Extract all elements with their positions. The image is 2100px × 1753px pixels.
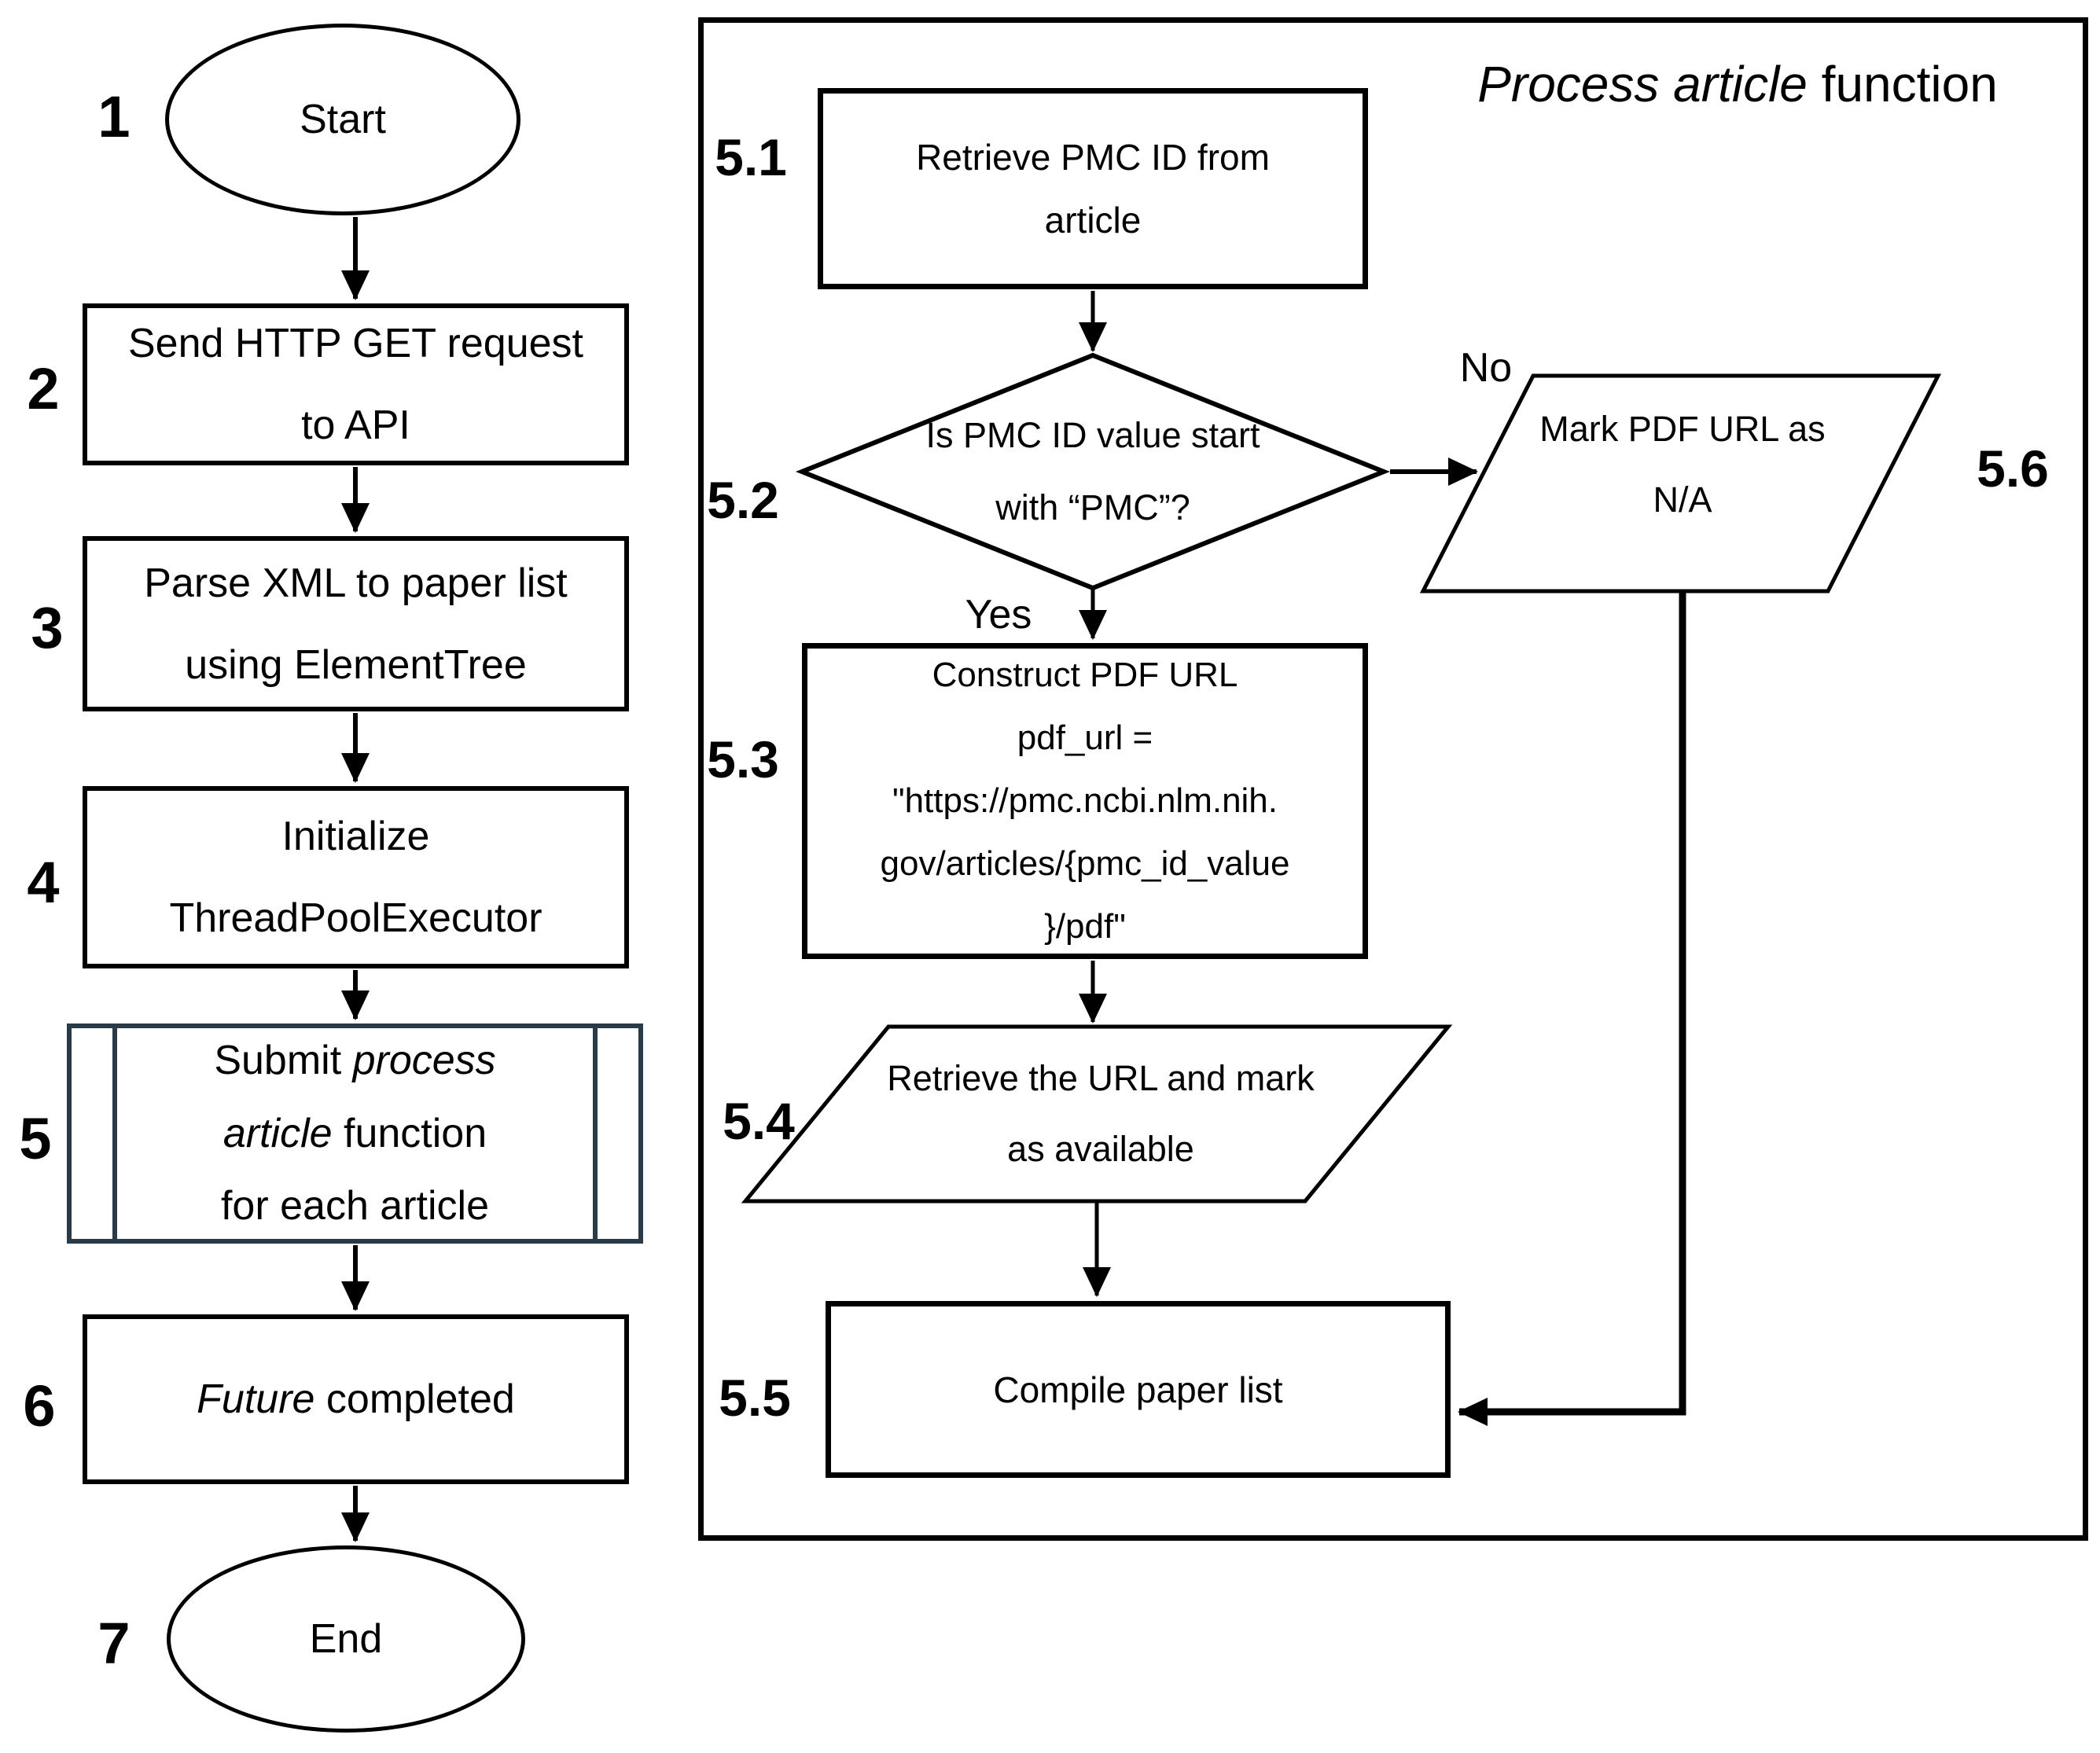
step-number-4: 4 [27, 850, 60, 915]
start-terminator: Start [165, 24, 520, 215]
step-5-l2b: function [332, 1110, 487, 1156]
process-step-4: Initialize ThreadPoolExecutor [83, 786, 629, 968]
io-54-parallelogram [741, 1024, 1453, 1204]
step-5-line2: article function [223, 1097, 487, 1171]
step-51-line2: article [1044, 200, 1142, 241]
panel-title: Process article function [1407, 55, 2068, 113]
step-3-line2: using ElementTree [185, 641, 527, 688]
step-number-55: 5.5 [719, 1369, 791, 1427]
process-step-55: Compile paper list [826, 1301, 1451, 1478]
step-56-line1: Mark PDF URL as [1539, 408, 1826, 449]
step-number-2: 2 [27, 356, 60, 421]
step-6-line1: Future completed [197, 1358, 515, 1440]
step-number-52: 5.2 [707, 471, 779, 529]
step-5-line1: Submit process [214, 1024, 495, 1097]
step-6-l1a: Future [197, 1376, 315, 1422]
decision-52-text: Is PMC ID value start with “PMC”? [857, 397, 1329, 546]
step-2-line2: to API [301, 402, 410, 448]
io-56-text: Mark PDF URL as N/A [1498, 391, 1867, 537]
process-step-53: Construct PDF URL pdf_url = "https://pmc… [802, 643, 1368, 959]
step-5-line3: for each article [220, 1183, 490, 1229]
step-number-54: 5.4 [723, 1092, 795, 1150]
start-label: Start [300, 97, 386, 142]
process-step-3: Parse XML to paper list using ElementTre… [83, 536, 629, 711]
step-53-line4: gov/articles/{pmc_id_value [880, 844, 1290, 884]
step-number-3: 3 [31, 595, 64, 660]
step-51-line1: Retrieve PMC ID from [916, 136, 1270, 178]
connector-56-to-55 [1458, 593, 1686, 1426]
step-number-53: 5.3 [707, 730, 779, 788]
step-54-line1: Retrieve the URL and mark [887, 1058, 1315, 1098]
io-56-parallelogram [1419, 373, 1942, 594]
step-2-line1: Send HTTP GET request [127, 321, 583, 366]
step-number-6: 6 [23, 1373, 56, 1439]
predefined-left-bar [112, 1028, 117, 1239]
step-53-line5: }/pdf" [1044, 907, 1126, 946]
step-number-5: 5 [19, 1106, 52, 1171]
step-number-1: 1 [97, 84, 131, 149]
step-55-line1: Compile paper list [993, 1369, 1283, 1410]
step-3-line1: Parse XML to paper list [144, 560, 568, 606]
process-step-2: Send HTTP GET request to API [83, 303, 629, 465]
step-5-l1a: Submit [214, 1038, 353, 1084]
step-4-line2: ThreadPoolExecutor [169, 895, 542, 941]
step-6-l1b: completed [314, 1376, 515, 1422]
step-number-7: 7 [97, 1611, 131, 1676]
step-54-line2: as available [1007, 1129, 1194, 1169]
branch-label-no: No [1459, 345, 1513, 391]
predefined-right-bar [593, 1028, 598, 1239]
step-53-line3: "https://pmc.ncbi.nlm.nih. [892, 781, 1278, 820]
step-53-line2: pdf_url = [1017, 718, 1153, 757]
step-56-line2: N/A [1653, 479, 1712, 520]
step-number-51: 5.1 [715, 128, 787, 186]
panel-title-italic: Process article [1477, 56, 1808, 112]
branch-label-yes: Yes [965, 592, 1032, 638]
decision-52-diamond [795, 352, 1391, 591]
step-number-56: 5.6 [1977, 439, 2049, 498]
process-step-51: Retrieve PMC ID from article [818, 88, 1368, 289]
panel-title-rest: function [1807, 56, 1998, 112]
step-4-line1: Initialize [281, 814, 430, 859]
step-5-l2a: article [223, 1110, 333, 1156]
process-step-6: Future completed [83, 1314, 629, 1484]
io-54-text: Retrieve the URL and mark as available [869, 1039, 1333, 1189]
step-52-line1: Is PMC ID value start [925, 414, 1260, 455]
step-53-line1: Construct PDF URL [932, 655, 1238, 694]
end-label: End [309, 1616, 383, 1662]
end-terminator: End [167, 1545, 525, 1733]
predefined-process-step-5: Submit process article function for each… [67, 1024, 643, 1244]
step-52-line2: with “PMC”? [995, 487, 1190, 527]
step-5-l1b: process [352, 1038, 496, 1084]
